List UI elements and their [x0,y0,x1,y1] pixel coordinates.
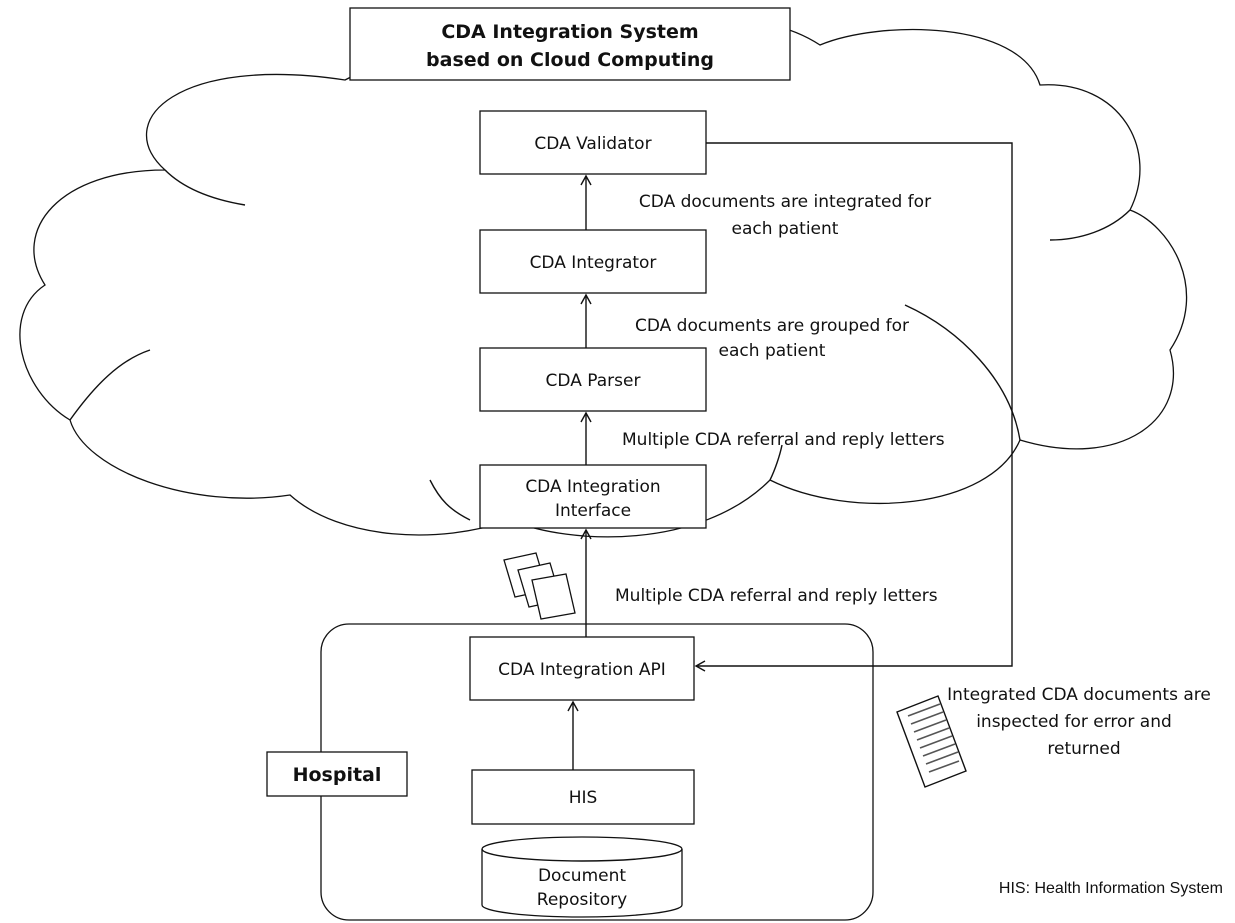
cloud-inner-arc-bottom-left [429,479,471,521]
cda-parser-box [479,347,707,412]
his-box [471,769,695,825]
cda-integration-api-box [469,636,695,701]
cda-integrator-label: CDA Integrator [530,253,657,273]
annotation-letters-cloud: Multiple CDA referral and reply letters [622,430,945,450]
cloud-inner-arc-right [1049,209,1131,241]
annotation-integrated-line-2: each patient [732,219,839,239]
cloud-inner-arc-mid [769,444,783,481]
cda-integrator-box [479,229,707,294]
cda-integration-api-label: CDA Integration API [498,660,666,680]
annotation-returned-line-3: returned [1047,739,1120,759]
document-repository-label-2: Repository [537,890,627,910]
arrow-validator-return-to-api [694,142,1013,672]
hospital-label-box [266,751,408,797]
returned-document-icon [896,695,967,788]
stacked-documents-icon [503,552,576,620]
annotation-grouped-line-2: each patient [719,341,826,361]
document-repository-rim [481,848,683,862]
cda-integration-interface-label-1: CDA Integration [525,477,660,497]
cda-parser-label: CDA Parser [546,371,641,391]
title-line-2: based on Cloud Computing [426,49,714,71]
title-box [349,7,791,81]
annotation-grouped-line-1: CDA documents are grouped for [635,316,909,336]
annotation-returned-line-1: Integrated CDA documents are [947,685,1211,705]
document-repository-cylinder [481,836,683,918]
annotation-integrated-line-1: CDA documents are integrated for [639,192,931,212]
cda-integration-interface-box [479,464,707,529]
cda-validator-label: CDA Validator [534,134,651,154]
cloud-inner-arc-left [69,349,151,421]
annotation-returned-line-2: inspected for error and [976,712,1172,732]
cda-validator-box [479,110,707,175]
cda-integration-interface-label-2: Interface [555,501,631,521]
hospital-label: Hospital [293,764,382,786]
title-line-1: CDA Integration System [441,21,698,43]
his-label: HIS [569,788,598,808]
cloud-inner-arc-top [164,169,246,206]
cloud-inner-arc-bottom [904,304,1021,441]
annotation-letters-upload: Multiple CDA referral and reply letters [615,586,938,606]
legend-his: HIS: Health Information System [999,880,1223,897]
document-repository-label-1: Document [538,866,626,886]
